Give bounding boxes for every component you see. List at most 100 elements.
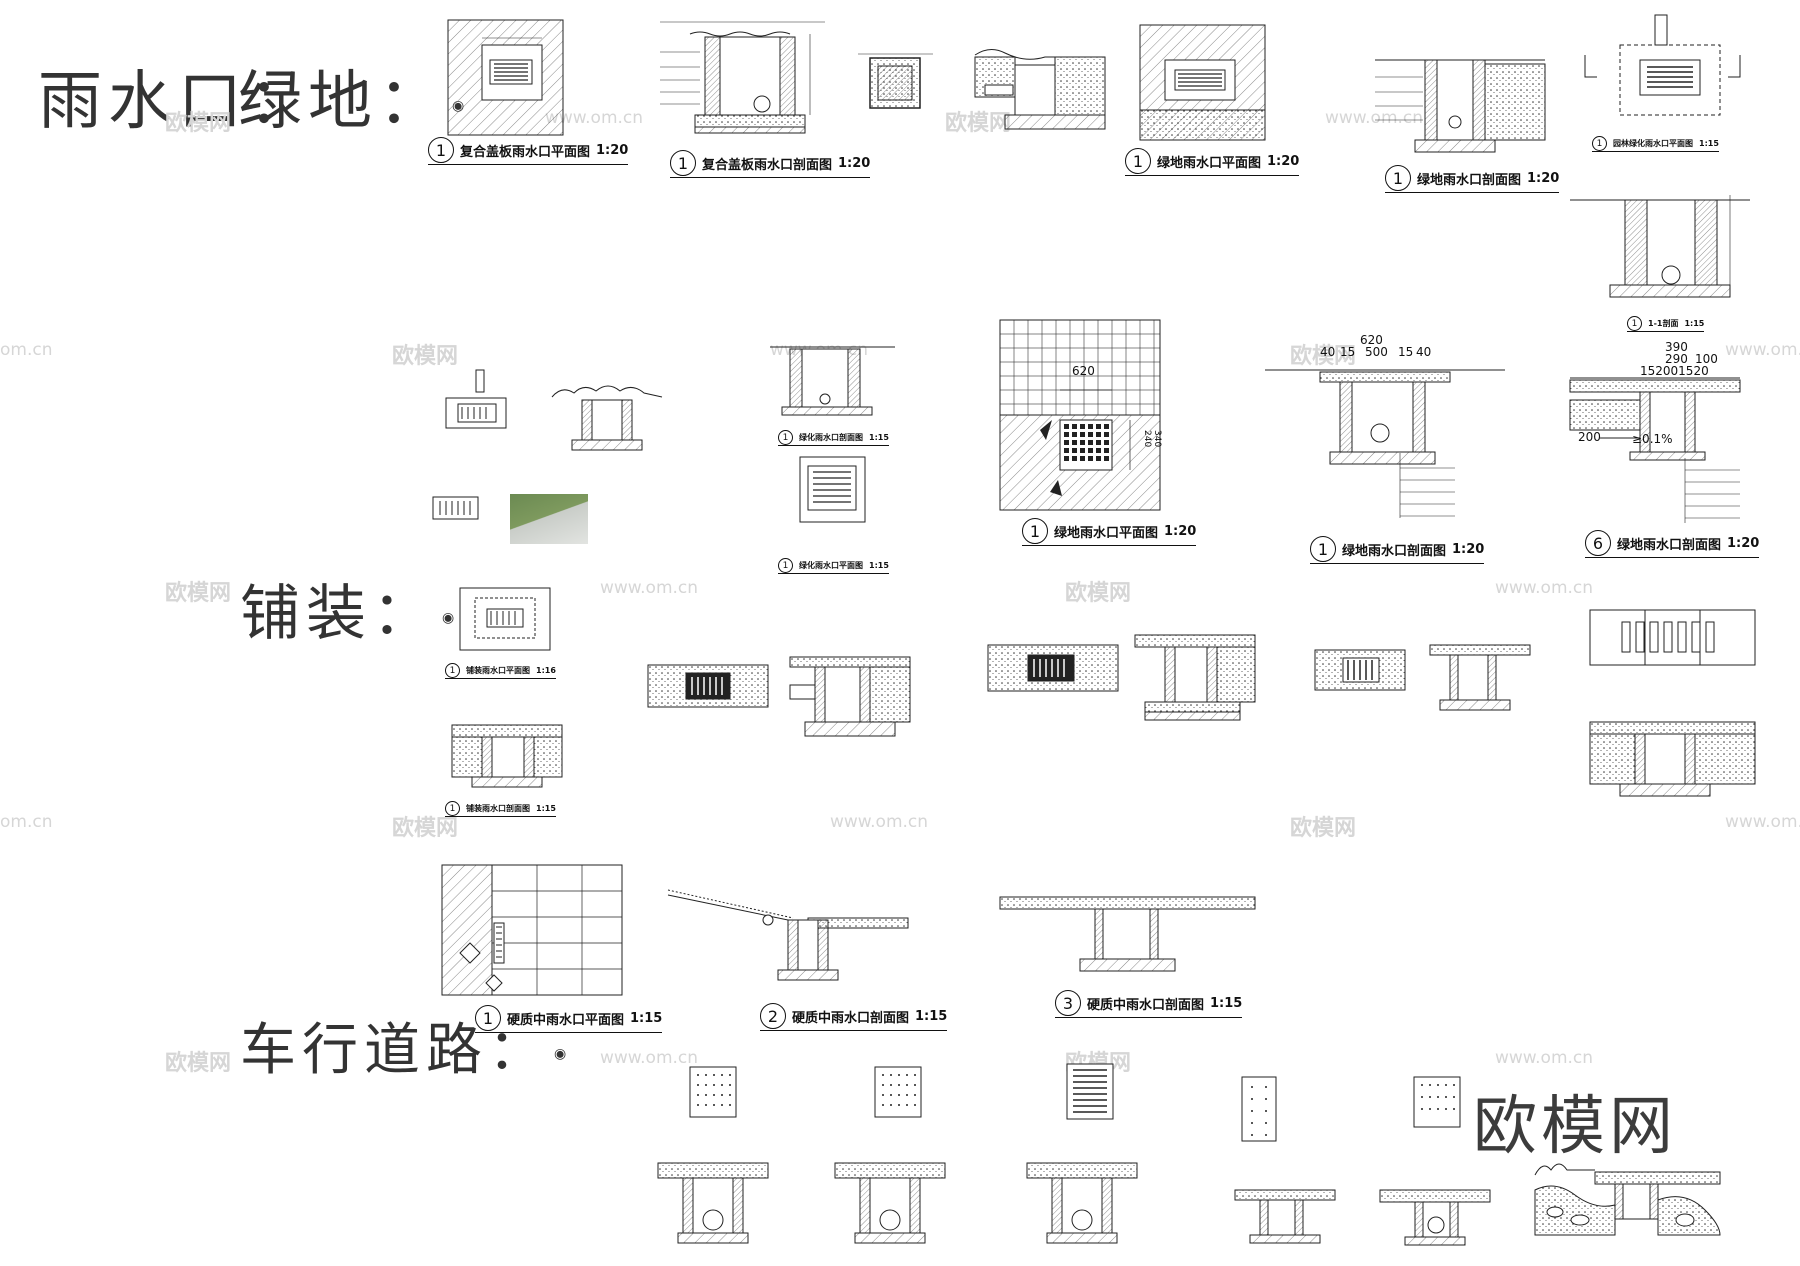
caption-hard-mid-section-2: 2 硬质中雨水口剖面图 1:15 (760, 1003, 948, 1031)
hard-mid-plan-drawing (441, 864, 623, 996)
caption-scale: 1:20 (838, 155, 871, 171)
caption-scale: 1:20 (1164, 523, 1197, 539)
detail-number: 2 (760, 1003, 786, 1029)
roadway-inlet-section-drawing (657, 1162, 769, 1244)
dim-620: 620 (1360, 333, 1383, 347)
detail-number: 1 (778, 430, 793, 445)
caption-scale: 1:15 (1210, 995, 1243, 1011)
caption-title: 铺装雨水口平面图 (466, 666, 530, 675)
slope-label: ≥0.1% (1632, 432, 1673, 446)
caption-scale: 1:20 (1267, 153, 1300, 169)
caption-scale: 1:20 (1452, 541, 1485, 557)
small-grate-drawing (432, 496, 479, 520)
watermark-url: www.om.cn (830, 812, 929, 832)
roadway-inlet-section-drawing (1026, 1162, 1138, 1244)
caption-green-plan-1-15: 1 绿化雨水口平面图 1:15 (778, 558, 889, 574)
landscape-inlet-section-drawing (1534, 1163, 1721, 1236)
caption-title: 硬质中雨水口剖面图 (1087, 997, 1205, 1013)
caption-scale: 1:15 (915, 1008, 948, 1024)
watermark-url: www.om.cn (1495, 1048, 1594, 1068)
detail-number: 1 (778, 558, 793, 573)
dim-152001520: 152001520 (1640, 364, 1709, 378)
roadway-inlet-section-drawing (834, 1162, 946, 1244)
caption-scale: 1:20 (596, 142, 629, 158)
caption-scale: 1:15 (536, 804, 556, 813)
watermark-url: www.om.cn (1725, 340, 1800, 360)
grate-detail-drawing (858, 53, 933, 109)
dim-500: 500 (1365, 345, 1388, 359)
bullet-icon: ◉ (554, 1045, 573, 1062)
custom-inlet-plan-drawing (1314, 649, 1406, 691)
watermark-url: www.om.cn (1725, 812, 1800, 832)
caption-scale: 1:20 (1727, 535, 1760, 551)
detail-number: 1 (1627, 316, 1642, 331)
caption-title: 绿地雨水口平面图 (1054, 525, 1159, 541)
custom-inlet-plan-drawing (987, 644, 1119, 692)
watermark-brand: 欧模网 (165, 581, 232, 606)
roadway-grate-plan-drawing (689, 1066, 737, 1118)
composite-cover-section-drawing (660, 21, 825, 134)
roadway-narrow-grate-drawing (1241, 1076, 1277, 1142)
watermark-brand: 欧模网 (1290, 816, 1357, 841)
green-inlet-plan-drawing (1139, 24, 1266, 141)
caption-title: 绿化雨水口剖面图 (799, 433, 863, 442)
caption-paving-section: 1 铺装雨水口剖面图 1:15 (445, 801, 556, 817)
green-inlet-plan-grid-drawing (999, 319, 1161, 511)
roadway-grate-plan-drawing (874, 1066, 922, 1118)
caption-title: 硬质中雨水口平面图 (507, 1012, 625, 1028)
section-1-1-drawing (1570, 195, 1750, 298)
roadway-inlet-section-drawing (1234, 1189, 1336, 1244)
dim-620: 620 (1072, 364, 1095, 378)
dim-340: 340 (1152, 430, 1162, 448)
dim-200: 200 (1578, 430, 1601, 444)
category-paving-text: 铺装： (240, 579, 438, 649)
caption-title: 绿地雨水口剖面图 (1342, 543, 1447, 559)
caption-scale: 1:16 (536, 666, 556, 675)
detail-number: 1 (1385, 165, 1411, 191)
caption-title: 硬质中雨水口剖面图 (792, 1010, 910, 1026)
brand-logo: 欧模网 (1473, 1090, 1677, 1164)
detail-number: 1 (428, 137, 454, 163)
caption-paving-plan: 1 铺装雨水口平面图 1:16 (445, 663, 556, 679)
dim-390: 390 (1665, 340, 1688, 354)
caption-scale: 1:15 (1684, 319, 1705, 328)
roadway-grate-plan-drawing (1413, 1076, 1461, 1128)
caption-title: 复合盖板雨水口剖面图 (702, 157, 833, 173)
roadway-inlet-section-drawing (1379, 1189, 1491, 1246)
custom-inlet-section-drawing (1429, 644, 1531, 711)
watermark-url: om.cn (0, 340, 53, 360)
small-inlet-plan-drawing (445, 369, 507, 429)
caption-hard-mid-plan: 1 硬质中雨水口平面图 1:15 (475, 1005, 663, 1033)
caption-green-inlet-plan-b: 1 绿地雨水口平面图 1:20 (1022, 518, 1197, 546)
caption-green-inlet-section-b: 1 绿地雨水口剖面图 1:20 (1310, 536, 1485, 564)
detail-number: 1 (445, 663, 460, 678)
small-inlet-section-drawing (551, 385, 663, 451)
detail-number: 1 (1592, 136, 1607, 151)
caption-title: 复合盖板雨水口平面图 (460, 144, 591, 160)
custom-inlet-section-drawing (789, 656, 911, 737)
caption-title: 园林绿化雨水口平面图 (1613, 139, 1693, 148)
detail-number: 1 (445, 801, 460, 816)
caption-garden-green-plan: 1 园林绿化雨水口平面图 1:15 (1592, 136, 1719, 152)
category-paving: 铺装：◉ (240, 565, 460, 652)
green-inlet-section-6-drawing (1569, 377, 1741, 523)
caption-scale: 1:15 (1699, 139, 1719, 148)
green-inlet-section-drawing (1375, 59, 1546, 153)
caption-title: 铺装雨水口剖面图 (466, 804, 530, 813)
green-inlet-section-drawing (974, 49, 1106, 130)
custom-inlet-section-drawing (1134, 634, 1256, 721)
category-green-text: 绿地： (238, 65, 448, 139)
category-rain-inlet-text: 雨水口： (38, 65, 318, 139)
caption-green-inlet-section-6: 6 绿地雨水口剖面图 1:20 (1585, 530, 1760, 558)
caption-scale: 1:20 (1527, 170, 1560, 186)
detail-number: 1 (1125, 148, 1151, 174)
watermark-url: www.om.cn (600, 1048, 699, 1068)
caption-composite-cover-section: 1 复合盖板雨水口剖面图 1:20 (670, 150, 871, 178)
dim-100: 100 (1695, 352, 1718, 366)
caption-title: 1-1剖面 (1648, 319, 1679, 328)
watermark-brand: 欧模网 (165, 1051, 232, 1076)
green-section-1-15-drawing (770, 346, 895, 416)
watermark-url: www.om.cn (1495, 578, 1594, 598)
caption-green-section-1-15: 1 绿化雨水口剖面图 1:15 (778, 430, 889, 446)
